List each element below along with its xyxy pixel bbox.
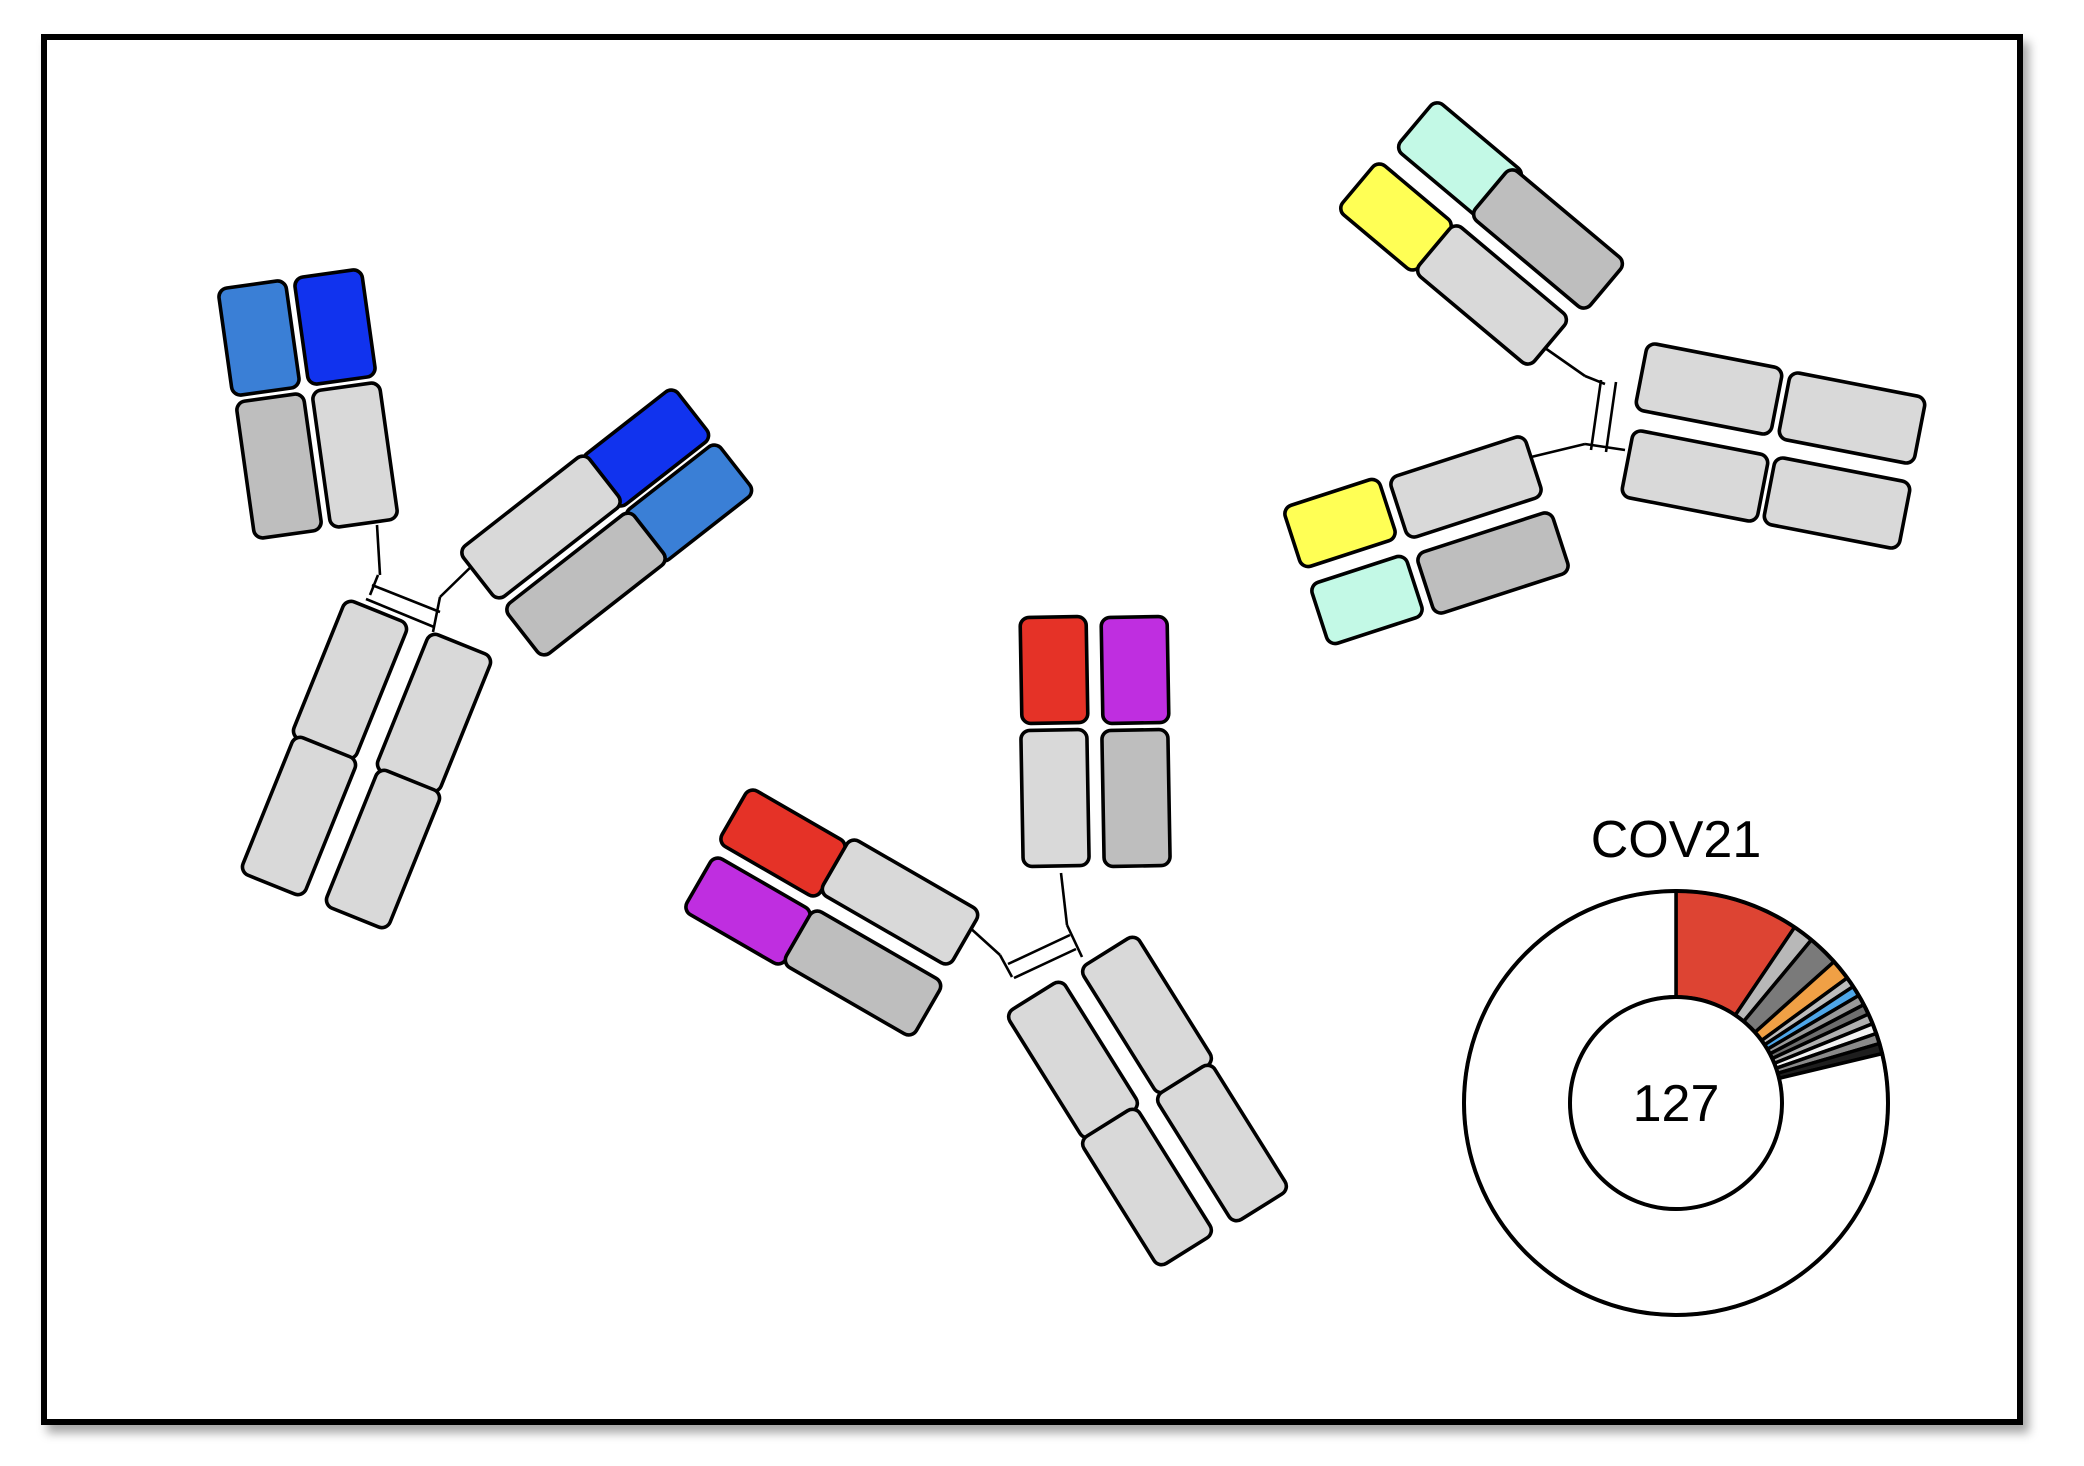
antibody-mint-yellow-fc-ch3-a bbox=[1777, 371, 1927, 465]
antibody-blue-heavy-variable bbox=[293, 268, 377, 386]
antibody-red-purple bbox=[684, 614, 1289, 1267]
antibody-red-purple-light-constant-2 bbox=[783, 909, 943, 1037]
antibody-mint-yellow-heavy-constant-2 bbox=[1416, 511, 1570, 615]
antibody-red-purple-heavy-variable bbox=[1018, 614, 1090, 726]
clonal-donut-chart: COV21 127 bbox=[1462, 811, 1890, 1317]
antibody-blue-light-constant bbox=[235, 392, 323, 540]
antibody-mint-yellow-heavy-constant bbox=[1471, 168, 1625, 310]
antibody-red-purple-fc-ch3-a bbox=[1080, 1107, 1214, 1267]
donut-outer-ring bbox=[1462, 889, 1890, 1317]
chart-title: COV21 bbox=[1591, 811, 1762, 869]
antibody-blue-fc-ch3-a bbox=[240, 735, 358, 897]
antibody-blue-heavy-constant-2 bbox=[460, 454, 622, 600]
antibody-mint-yellow bbox=[1283, 101, 1927, 646]
donut-slices bbox=[1462, 889, 1890, 1317]
antibody-red-purple-heavy-constant bbox=[1019, 727, 1091, 869]
antibody-mint-yellow-fc-ch2-b bbox=[1620, 429, 1770, 523]
donut-center-count: 127 bbox=[1633, 1075, 1720, 1133]
antibody-blue-heavy-constant-1 bbox=[311, 381, 399, 529]
antibody-red-purple-light-constant bbox=[1100, 727, 1172, 869]
antibody-red-purple-fc-ch3-b bbox=[1155, 1063, 1289, 1223]
antibody-mint-yellow-fc-ch3-b bbox=[1762, 456, 1912, 550]
antibody-blue-light-variable bbox=[217, 279, 301, 397]
antibody-blue bbox=[217, 268, 754, 930]
antibody-mint-yellow-light-constant-2 bbox=[1389, 435, 1543, 539]
antibody-blue-fc-ch3-b bbox=[324, 768, 442, 930]
antibody-mint-yellow-light-variable-2 bbox=[1283, 477, 1397, 569]
antibody-mint-yellow-hinge bbox=[1526, 346, 1626, 460]
antibody-blue-light-constant-2 bbox=[505, 511, 667, 657]
antibody-red-purple-heavy-constant-2 bbox=[820, 838, 980, 966]
antibody-red-purple-light-variable bbox=[1099, 614, 1171, 726]
donut-hole bbox=[1568, 995, 1784, 1211]
antibody-red-purple-hinge bbox=[967, 872, 1084, 980]
antibody-mint-yellow-fc-ch2-a bbox=[1634, 342, 1784, 436]
antibody-mint-yellow-heavy-variable-2 bbox=[1310, 554, 1424, 646]
antibody-mint-yellow-light-constant bbox=[1415, 224, 1569, 366]
